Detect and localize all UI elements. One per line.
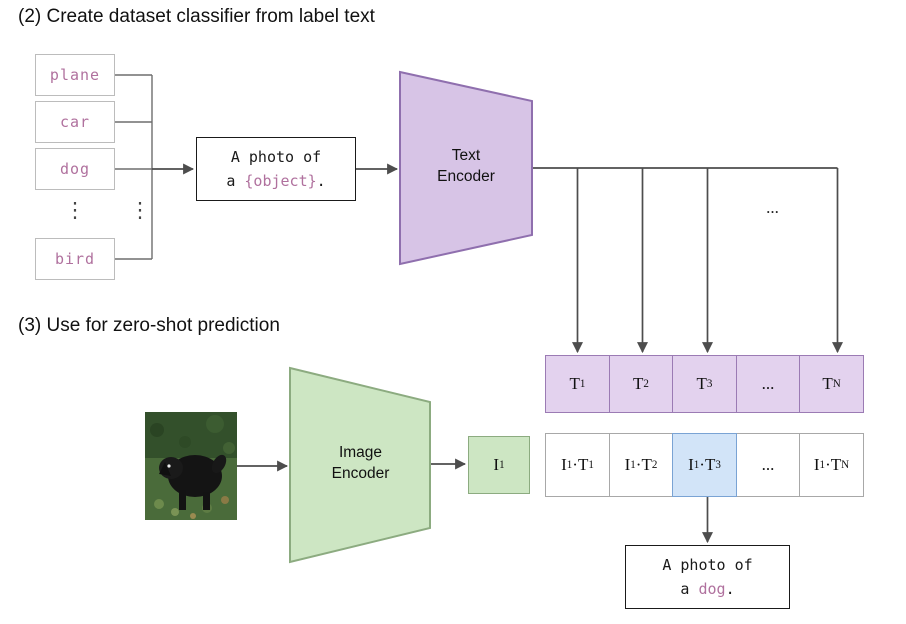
predicted-class: dog bbox=[698, 580, 726, 598]
section3-title: (3) Use for zero-shot prediction bbox=[18, 315, 280, 336]
image-encoder-label: Image Encoder bbox=[331, 444, 390, 482]
class-label-car: car bbox=[35, 101, 115, 143]
prompt-line1: A photo of bbox=[230, 148, 322, 166]
prompt-object-placeholder: {object} bbox=[244, 172, 317, 190]
output-line1: A photo of bbox=[662, 556, 753, 574]
class-label-plane: plane bbox=[35, 54, 115, 96]
class-labels-ellipsis: ⋮ bbox=[64, 198, 86, 222]
image-encoder-trapezoid bbox=[289, 366, 431, 564]
text-embedding-ellipsis: ... bbox=[735, 355, 801, 413]
prompt-line2: a {object}. bbox=[226, 172, 326, 190]
dog-photo bbox=[145, 412, 237, 520]
prompt-template-box: A photo of a {object}. bbox=[196, 137, 356, 201]
class-label-bird: bird bbox=[35, 238, 115, 280]
prediction-output-box: A photo of a dog. bbox=[625, 545, 790, 609]
section2-title: (2) Create dataset classifier from label… bbox=[18, 6, 375, 27]
similarity-cell-ellipsis: ... bbox=[735, 433, 801, 497]
label-bracket-lines bbox=[115, 74, 153, 260]
branch-ellipsis: ... bbox=[766, 198, 779, 217]
text-encoder-trapezoid bbox=[399, 70, 533, 266]
text-encoder-label: Text Encoder bbox=[437, 147, 495, 185]
output-line2: a dog. bbox=[680, 580, 735, 598]
class-label-dog: dog bbox=[35, 148, 115, 190]
flow-arrows bbox=[152, 163, 843, 544]
bracket-ellipsis: ⋮ bbox=[129, 198, 151, 222]
